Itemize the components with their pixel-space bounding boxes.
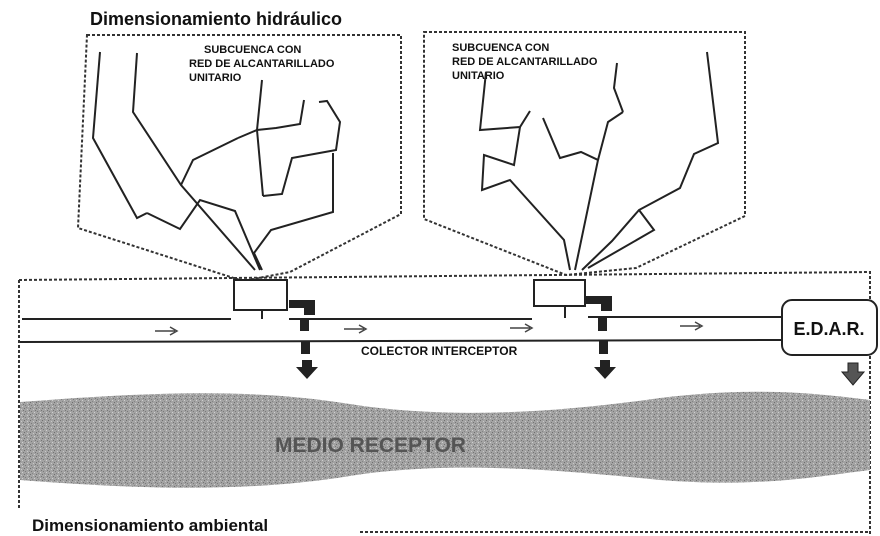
hydraulic-sizing-title: Dimensionamiento hidráulico (90, 9, 342, 29)
receiving-water-body (20, 391, 870, 488)
right-subcatchment-label-line1: SUBCUENCA CON (452, 42, 549, 54)
receiving-water-label: MEDIO RECEPTOR (275, 434, 466, 457)
left-subcatchment-label-line2: RED DE ALCANTARILLADO (189, 58, 335, 70)
discharge-arrows (296, 360, 866, 386)
left-overflow-structure (233, 279, 315, 354)
collector-pipe-bottom (19, 339, 782, 343)
treatment-plant-label: E.D.A.R. (793, 319, 864, 339)
right-subcatchment-boundary (423, 31, 746, 277)
flow-arrows (155, 321, 704, 336)
discharge-arrow-right (594, 360, 616, 379)
discharge-arrow-edar (840, 362, 866, 386)
right-subcatchment-label-line3: UNITARIO (452, 70, 505, 82)
right-overflow-structure (533, 279, 612, 354)
left-subcatchment-label-line3: UNITARIO (189, 72, 242, 84)
collector-interceptor-label: COLECTOR INTERCEPTOR (361, 344, 518, 358)
right-subcatchment-label-line2: RED DE ALCANTARILLADO (452, 56, 598, 68)
right-sewer-network (478, 51, 720, 271)
treatment-plant-box (781, 299, 878, 356)
environmental-sizing-title: Dimensionamiento ambiental (32, 516, 268, 535)
left-sewer-network (91, 51, 342, 271)
discharge-arrow-left (296, 360, 318, 379)
left-subcatchment-label-line1: SUBCUENCA CON (204, 44, 301, 56)
